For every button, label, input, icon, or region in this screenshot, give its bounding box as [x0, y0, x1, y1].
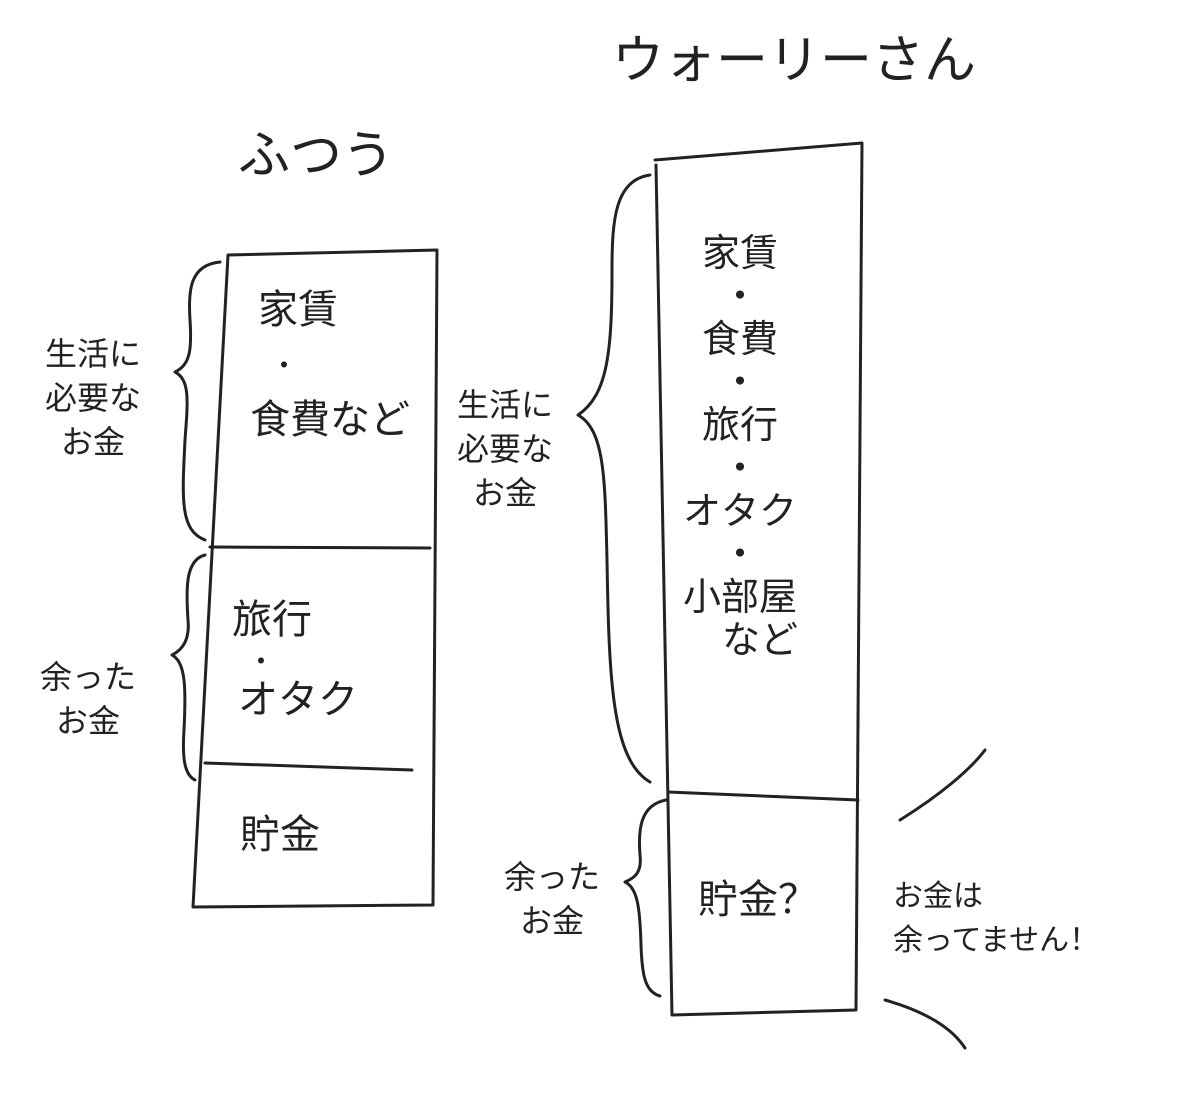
left-box2-line2: オタク — [238, 677, 358, 723]
left-brace-top-line2: 必要な — [44, 379, 141, 417]
right-brace-top-line3: お金 — [472, 474, 537, 512]
left-divider-2 — [203, 761, 414, 772]
right-box1-list: 家賃 ・ 食費 ・ 旅行 ・ オタク ・ 小部屋 など — [670, 232, 810, 662]
left-divider-1 — [208, 545, 432, 550]
left-brace-bottom — [170, 553, 207, 782]
left-title: ふつう — [238, 126, 395, 186]
right-box1-item: 小部屋 — [682, 575, 797, 619]
right-brace-bottom-label: 余った お金 — [492, 855, 612, 943]
right-title: ウォーリーさん — [612, 31, 977, 91]
right-brace-top-label: 生活に 必要な お金 — [440, 383, 570, 515]
right-box1-item: 家賃 — [701, 231, 778, 275]
left-column-outline — [191, 248, 439, 909]
note-stroke-bottom — [883, 998, 967, 1050]
right-brace-top — [576, 173, 652, 784]
right-brace-bottom-line2: お金 — [519, 902, 584, 940]
right-note-line1: お金は — [893, 879, 983, 914]
right-box1-dot: ・ — [720, 360, 759, 404]
right-box1-dot: ・ — [720, 446, 759, 490]
right-box1-item: 食費 — [701, 317, 778, 361]
left-box3-label: 貯金 — [240, 812, 320, 858]
left-brace-bottom-label: 余った お金 — [28, 655, 148, 743]
left-brace-top — [173, 260, 222, 542]
left-brace-top-label: 生活に 必要な お金 — [28, 332, 158, 464]
right-box2-label: 貯金？ — [698, 877, 818, 923]
right-brace-top-line1: 生活に — [456, 386, 553, 424]
right-column-outline — [653, 141, 864, 1017]
right-brace-top-line2: 必要な — [456, 430, 553, 468]
right-box1-item: 旅行 — [701, 403, 778, 447]
right-note: お金は 余ってません！ — [893, 875, 1099, 963]
left-brace-top-line3: お金 — [60, 423, 125, 461]
left-box1-line1: 家賃 — [258, 287, 338, 333]
right-brace-bottom-line1: 余った — [503, 858, 600, 896]
right-divider — [666, 790, 860, 802]
left-brace-top-line1: 生活に — [44, 335, 141, 373]
left-box2-dot: ・ — [247, 645, 276, 678]
left-brace-bottom-line2: お金 — [55, 702, 120, 740]
right-box1-item: など — [721, 618, 798, 662]
right-brace-bottom — [623, 798, 668, 998]
left-box1-dot: ・ — [270, 349, 299, 382]
left-box1-line2: 食費など — [250, 397, 410, 443]
left-brace-bottom-line1: 余った — [39, 658, 136, 696]
right-box1-dot: ・ — [720, 274, 759, 318]
right-box1-dot: ・ — [720, 532, 759, 576]
right-box1-item: オタク — [682, 489, 797, 533]
note-stroke-top — [898, 748, 987, 822]
left-box2-line1: 旅行 — [232, 597, 312, 643]
right-note-line2: 余ってません！ — [893, 923, 1100, 958]
